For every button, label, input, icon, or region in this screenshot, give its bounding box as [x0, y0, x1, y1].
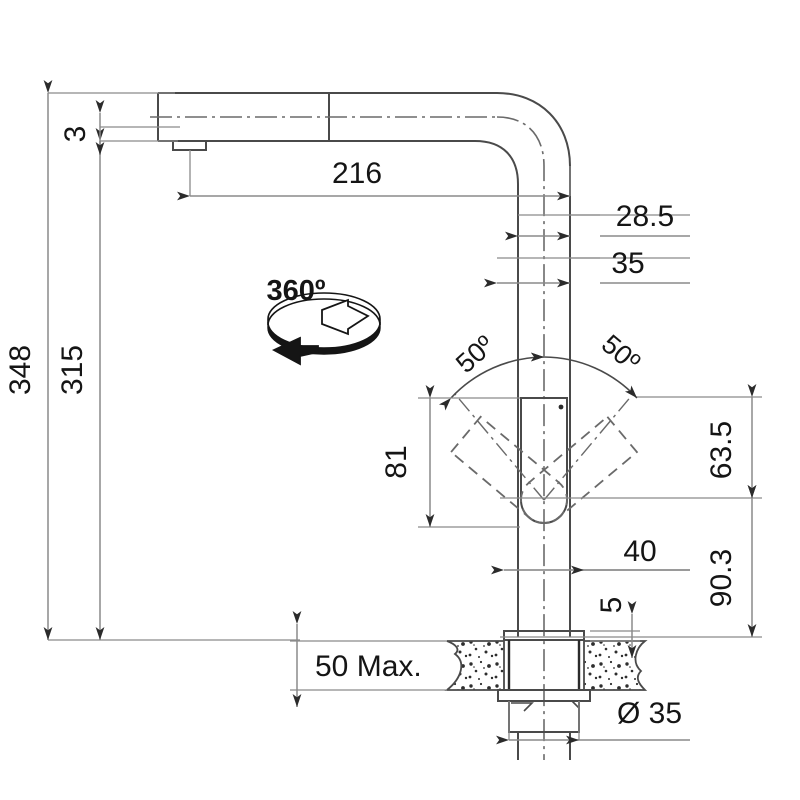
- rotation-arrow-reverse: [271, 336, 319, 366]
- elbow-outer-curve: [496, 92, 571, 637]
- label-315: 315: [56, 345, 89, 395]
- rotation-360-label: 360º: [267, 275, 326, 307]
- handle-left-50-position: [449, 415, 568, 524]
- handle-right-axis-centerline: [543, 393, 634, 501]
- handle-assembly: [438, 352, 639, 524]
- handle-left-axis-centerline: [454, 393, 545, 501]
- handle-right-50-position: [520, 415, 639, 524]
- label-90-3: 90.3: [705, 549, 738, 607]
- label-63-5: 63.5: [705, 421, 738, 479]
- label-28-5: 28.5: [616, 200, 674, 233]
- rotation-arrow-forward: [321, 298, 370, 336]
- dimension-lines: [43, 80, 757, 745]
- label-348: 348: [4, 345, 37, 395]
- label-40: 40: [623, 535, 656, 568]
- centerlines: [150, 116, 545, 760]
- angle-arc-right: [530, 352, 638, 399]
- nut-chamfer-detail: [511, 702, 534, 712]
- label-diameter-35: Ø 35: [617, 697, 682, 730]
- column-axis-centerline: [496, 116, 545, 760]
- nut-corner-detail: [571, 700, 580, 709]
- rotation-ring-light: [267, 292, 381, 326]
- label-50-max: 50 Max.: [315, 650, 422, 683]
- handle-index-dot: [558, 404, 564, 410]
- label-216: 216: [332, 157, 382, 190]
- elbow-inner-curve: [474, 140, 519, 637]
- label-5: 5: [595, 597, 628, 614]
- base-shank-walls: [507, 640, 581, 690]
- label-81: 81: [380, 445, 413, 478]
- mounting-washer-plate: [497, 689, 591, 702]
- label-3: 3: [59, 126, 92, 143]
- countertop-right-section: [583, 640, 648, 691]
- countertop-left-section: [444, 640, 505, 691]
- label-35: 35: [611, 247, 644, 280]
- rotation-360-symbol: 360º: [267, 275, 381, 366]
